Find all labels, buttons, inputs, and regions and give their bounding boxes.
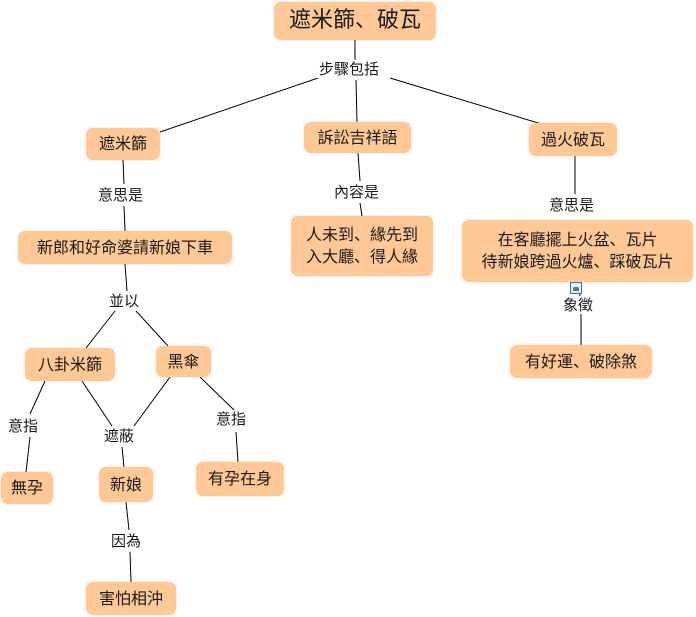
relation-label-zhebi: 遮蔽 [102, 427, 137, 445]
link [81, 380, 113, 427]
topic-node-bagua-mishai[interactable]: 八卦米篩 [25, 348, 115, 381]
link [125, 501, 130, 531]
topic-node-xinniang[interactable]: 新娘 [99, 467, 153, 502]
topic-node-meaning[interactable]: 在客廳擺上火盆、瓦片 待新娘跨過火爐、踩破瓦片 [462, 220, 693, 282]
link [29, 380, 46, 415]
relation-label-yizhi: 意指 [6, 417, 41, 435]
link [122, 159, 125, 185]
topic-node-zhemishai[interactable]: 遮米篩 [86, 128, 160, 160]
topic-node-haoyun[interactable]: 有好運、破除煞 [510, 345, 652, 378]
topic-node-susong[interactable]: 訴訟吉祥語 [304, 122, 411, 153]
relation-label-yizhi: 意指 [214, 410, 249, 428]
topic-node-wuyun[interactable]: 無孕 [1, 472, 53, 504]
topic-node-haipa[interactable]: 害怕相沖 [86, 582, 176, 615]
link [235, 431, 239, 463]
link [199, 376, 235, 411]
content-line-1: 人未到、緣先到 [305, 225, 418, 244]
link [359, 202, 363, 217]
relation-label-yisi: 意思是 [96, 186, 146, 204]
link [135, 310, 169, 347]
link [123, 205, 126, 232]
meaning-line-2: 待新娘跨過火爐、踩破瓦片 [481, 252, 674, 271]
link [129, 551, 132, 583]
topic-node-guohuo[interactable]: 過火破瓦 [529, 123, 617, 156]
meaning-line-1: 在客廳擺上火盆、瓦片 [497, 230, 658, 249]
link [85, 310, 116, 349]
relation-label-bingyi: 並以 [107, 292, 142, 310]
link [355, 79, 358, 123]
relation-label-neirong: 內容是 [332, 183, 382, 201]
link [159, 77, 319, 133]
link [25, 436, 31, 473]
link [389, 77, 549, 127]
topic-node-xinlang-request[interactable]: 新郎和好命婆請新娘下車 [18, 231, 232, 264]
relation-label-yinwei: 因為 [109, 532, 144, 550]
relation-label-xiangzheng: 象徵 [561, 296, 596, 314]
topic-node-youyun[interactable]: 有孕在身 [196, 462, 284, 496]
link [124, 263, 128, 292]
link [133, 376, 171, 427]
topic-node-root[interactable]: 遮米篩、破瓦 [274, 2, 436, 40]
link [357, 152, 361, 182]
link [121, 446, 125, 468]
content-line-2: 入大廳、得人緣 [305, 247, 418, 266]
relation-label-yisi: 意思是 [547, 196, 597, 214]
topic-node-heisan[interactable]: 黑傘 [156, 346, 211, 377]
topic-node-content[interactable]: 人未到、緣先到 入大廳、得人緣 [291, 216, 433, 276]
image-icon[interactable] [570, 282, 582, 294]
relation-label-steps: 步驟包括 [317, 60, 382, 78]
